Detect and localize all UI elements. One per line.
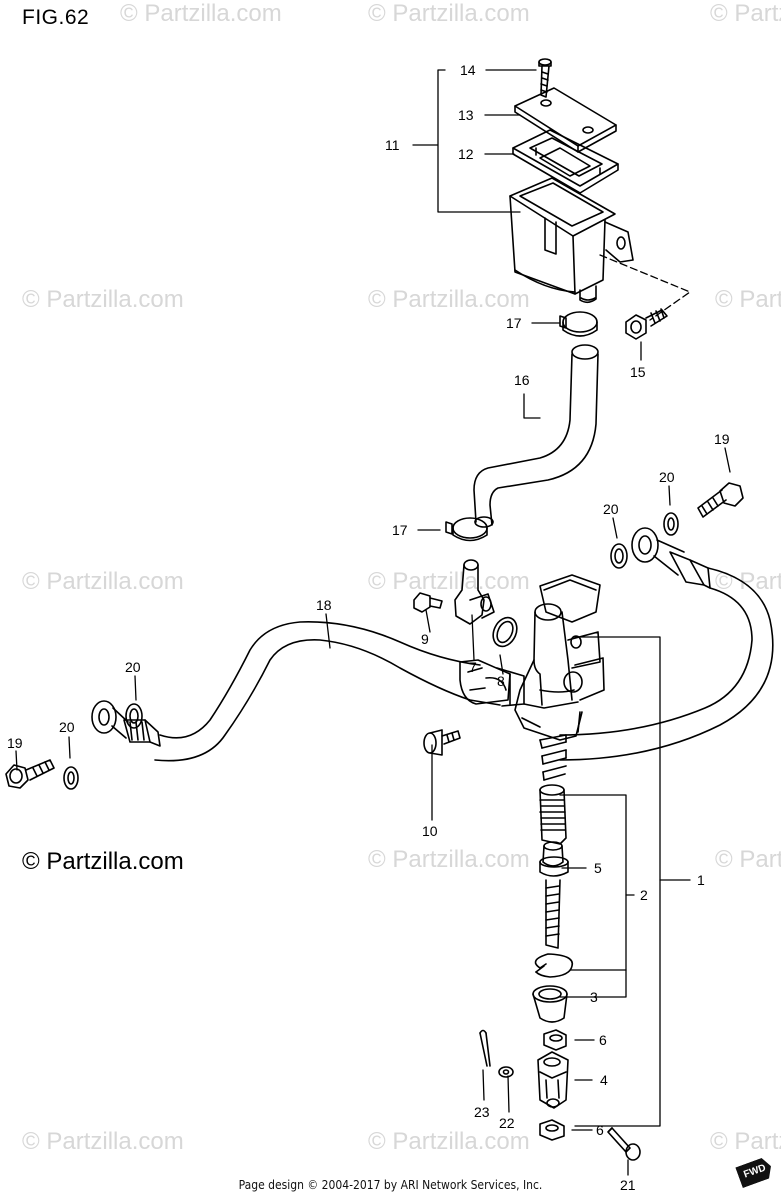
washer-22 [498,1066,514,1078]
bolt-10 [423,729,461,756]
callout-22: 22 [499,1115,515,1131]
nut-6-lower [539,1119,565,1141]
watermark: © Partzilla.com [22,286,184,313]
nut-6-upper [543,1029,567,1051]
cotter-pin-23 [479,1029,491,1067]
brake-hose-left-banjo [91,700,161,747]
spring [539,734,567,781]
callout-21: 21 [620,1177,636,1193]
brake-hose-right [559,527,774,761]
callout-9: 9 [421,631,429,647]
callout-8: 8 [497,673,505,689]
callout-16: 16 [514,372,530,388]
watermark: © Partzilla.com [368,568,530,595]
callout-15: 15 [630,364,646,380]
clevis-pin-21 [607,1127,641,1161]
callout-20-a: 20 [659,469,675,485]
forward-label: FWD [742,1162,768,1181]
callout-19-left: 19 [7,735,23,751]
callout-19-right: 19 [714,431,730,447]
callout-6-lower: 6 [596,1122,604,1138]
reservoir-cap-13 [514,87,617,153]
banjo-bolt-19-left [5,759,55,789]
bolt-15 [625,308,668,340]
leader-lines [15,69,731,1176]
callout-5: 5 [594,860,602,876]
callout-13: 13 [458,107,474,123]
boot-3 [532,985,568,1023]
watermark: © Partzilla.com [368,1128,530,1155]
callout-10: 10 [422,823,438,839]
watermark: © Partzilla.com [368,0,530,27]
washer-20-left-b [63,766,79,790]
watermark: © Partzilla.com [715,568,781,595]
brake-hose-18 [154,621,525,762]
callout-17-top: 17 [506,315,522,331]
callout-numbers: 14 13 11 12 17 15 16 19 20 20 17 18 9 7 … [7,62,730,1193]
washer-20-left-a [125,703,143,729]
hose-clamp-17-lower [445,517,488,542]
washer-20-right-b [610,543,628,569]
screw-9 [413,592,443,613]
clevis-4 [537,1051,569,1109]
callout-3: 3 [590,989,598,1005]
callout-18: 18 [316,597,332,613]
callout-20-d: 20 [59,719,75,735]
watermark: © Partzilla.com [368,846,530,873]
partzilla-brand: © Partzilla.com [22,848,184,875]
callout-14: 14 [460,62,476,78]
watermark: © Partzilla.com [120,0,282,27]
hose-clamp-17-top [559,311,598,337]
watermark: © Partzilla.com [368,286,530,313]
circlip [534,953,574,978]
figure-title: FIG.62 [22,6,90,29]
master-cylinder-body-1 [514,574,605,741]
callout-6-upper: 6 [599,1032,607,1048]
page-credit: Page design © 2004-2017 by ARI Network S… [238,1178,543,1192]
watermark: © Partzilla.com [710,1128,781,1155]
reservoir-assembly [509,58,634,304]
watermark: © Partzilla.com [22,1128,184,1155]
o-ring-8 [492,616,518,648]
callout-12: 12 [458,146,474,162]
watermark: © Partzilla.com [715,846,781,873]
screw-14 [538,58,552,98]
callout-4: 4 [600,1072,608,1088]
watermark: © Partzilla.com [715,286,781,313]
callout-1: 1 [697,872,705,888]
pushrod-5 [539,841,569,949]
watermark: © Partzilla.com [22,568,184,595]
callout-17-lower: 17 [392,522,408,538]
washer-20-right-a [663,512,679,536]
diaphragm-12 [512,129,619,194]
callout-7: 7 [469,659,477,675]
reservoir-tank-11 [509,177,634,304]
callout-11: 11 [385,137,400,153]
callout-20-b: 20 [603,501,619,517]
callout-23: 23 [474,1104,490,1120]
banjo-bolt-19-right [697,482,744,518]
callout-20-c: 20 [125,659,141,675]
hose-fitting-7 [454,559,495,625]
watermark: © Partzilla.com [710,0,781,27]
reservoir-hose-16 [473,344,599,528]
callout-2: 2 [640,887,648,903]
piston-2 [539,784,567,845]
